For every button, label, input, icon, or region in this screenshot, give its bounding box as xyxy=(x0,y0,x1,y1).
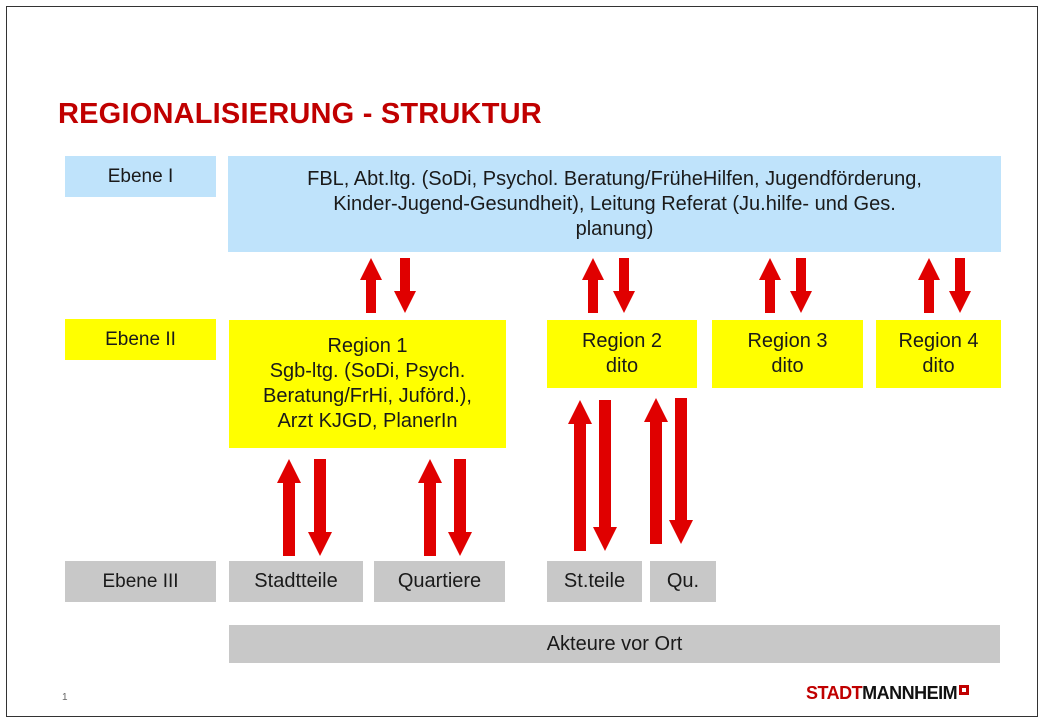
logo-part-mannheim: MANNHEIM xyxy=(862,683,958,703)
arrow-down-icon xyxy=(949,258,971,313)
arrow-down-icon xyxy=(790,258,812,313)
arrow-down-icon xyxy=(448,459,472,556)
arrow-up-icon xyxy=(568,400,592,551)
qu-box: Qu. xyxy=(650,561,716,602)
arrow-down-icon xyxy=(308,459,332,556)
logo-square-icon xyxy=(959,685,970,695)
ebene-1-box: FBL, Abt.ltg. (SoDi, Psychol. Beratung/F… xyxy=(228,156,1001,252)
st-teile-box: St.teile xyxy=(547,561,642,602)
region-3-box: Region 3 dito xyxy=(712,320,863,388)
arrow-up-icon xyxy=(644,398,668,544)
stadtteile-box: Stadtteile xyxy=(229,561,363,602)
quartiere-box: Quartiere xyxy=(374,561,505,602)
stadt-mannheim-logo: STADTMANNHEIM xyxy=(806,683,970,704)
ebene-3-label: Ebene III xyxy=(65,561,216,602)
region-1-box: Region 1 Sgb-ltg. (SoDi, Psych. Beratung… xyxy=(229,320,506,448)
ebene-2-label: Ebene II xyxy=(65,319,216,360)
arrow-down-icon xyxy=(613,258,635,313)
arrow-up-icon xyxy=(360,258,382,313)
arrow-down-icon xyxy=(669,398,693,544)
arrow-up-icon xyxy=(418,459,442,556)
region-4-box: Region 4 dito xyxy=(876,320,1001,388)
page-number: 1 xyxy=(62,692,68,703)
arrow-up-icon xyxy=(759,258,781,313)
akteure-vor-ort-bar: Akteure vor Ort xyxy=(229,625,1000,663)
arrow-up-icon xyxy=(582,258,604,313)
arrow-up-icon xyxy=(918,258,940,313)
logo-part-stadt: STADT xyxy=(806,683,863,703)
slide-title: REGIONALISIERUNG - STRUKTUR xyxy=(58,98,542,130)
arrow-down-icon xyxy=(593,400,617,551)
arrow-up-icon xyxy=(277,459,301,556)
region-2-box: Region 2 dito xyxy=(547,320,697,388)
ebene-1-label: Ebene I xyxy=(65,156,216,197)
arrow-down-icon xyxy=(394,258,416,313)
